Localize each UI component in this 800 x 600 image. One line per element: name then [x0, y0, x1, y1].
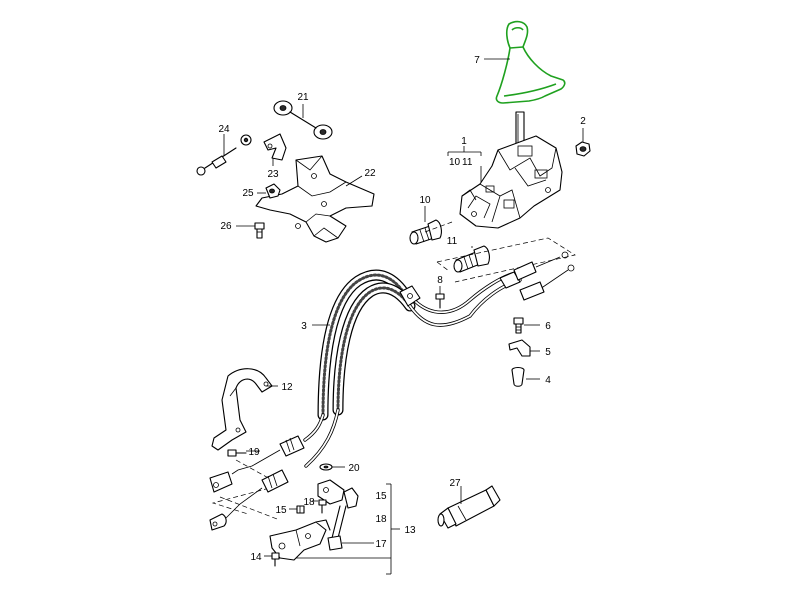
label-7: 7 [474, 55, 480, 66]
label-1-11: 11 [462, 157, 473, 168]
bolt-part-6[interactable] [513, 317, 540, 334]
label-15-group: 15 [375, 491, 387, 502]
adjuster-rod-part-24[interactable] [196, 134, 252, 176]
label-22: 22 [364, 168, 376, 179]
shifter-housing-part-1[interactable] [459, 111, 563, 229]
clip-part-5[interactable] [508, 339, 540, 357]
label-25: 25 [242, 188, 254, 199]
label-1: 1 [461, 136, 467, 147]
label-19: 19 [248, 447, 260, 458]
label-18-group: 18 [375, 514, 387, 525]
mounting-bracket-part-22[interactable] [255, 155, 375, 243]
label-6: 6 [545, 321, 551, 332]
label-20: 20 [348, 463, 360, 474]
bushing-part-11[interactable] [453, 245, 490, 273]
label-18-left: 18 [303, 497, 315, 508]
bolt-part-26[interactable] [236, 222, 265, 239]
base-bracket-part-14[interactable] [264, 519, 331, 567]
lower-cable-ends [209, 435, 305, 531]
bolt-part-8[interactable] [435, 286, 445, 309]
dashed-assembly-lines [211, 221, 576, 520]
callout-group-1 [447, 146, 482, 182]
bracket-part-12[interactable] [211, 368, 278, 451]
selector-lever-part-18[interactable] [312, 479, 359, 509]
label-8: 8 [437, 275, 443, 286]
washer-part-20[interactable] [319, 463, 345, 471]
bushing-part-10[interactable] [409, 206, 442, 245]
label-27: 27 [449, 478, 461, 489]
label-10: 10 [419, 195, 431, 206]
callout-labels: 1 10 11 2 3 4 5 6 7 8 10 11 12 13 14 15 … [218, 55, 586, 563]
sleeve-part-4[interactable] [511, 366, 540, 387]
label-15-left: 15 [275, 505, 287, 516]
callout-group-13 [296, 483, 400, 575]
link-rod-part-21[interactable] [273, 100, 333, 140]
label-14: 14 [250, 552, 262, 563]
nut-part-2[interactable] [575, 128, 591, 157]
label-2: 2 [580, 116, 586, 127]
label-13: 13 [404, 525, 416, 536]
label-26: 26 [220, 221, 232, 232]
label-17: 17 [375, 539, 387, 550]
nut-part-25[interactable] [257, 183, 281, 199]
clip-bracket-part-23[interactable] [263, 133, 287, 166]
shift-knob-part-7[interactable] [484, 20, 566, 104]
grease-tube-part-27[interactable] [437, 485, 501, 529]
bolt-part-15[interactable] [289, 505, 305, 514]
bolt-part-19[interactable] [227, 449, 260, 457]
label-1-10: 10 [449, 157, 461, 168]
label-4: 4 [545, 375, 551, 386]
label-11: 11 [447, 236, 458, 247]
rod-part-17[interactable] [327, 505, 374, 551]
label-12: 12 [281, 382, 293, 393]
label-24: 24 [218, 124, 230, 135]
label-21: 21 [297, 92, 309, 103]
label-3: 3 [301, 321, 307, 332]
label-5: 5 [545, 347, 551, 358]
label-23: 23 [267, 169, 279, 180]
small-bolt-near-18 [318, 499, 327, 514]
shift-cable-part-3[interactable] [303, 251, 575, 468]
